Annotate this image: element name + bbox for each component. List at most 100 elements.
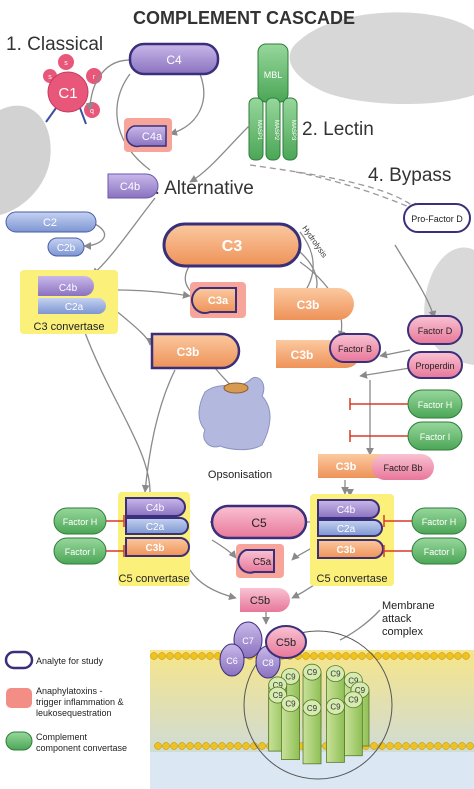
lipid-head: [310, 652, 318, 660]
bacterium-left-shape: [0, 105, 51, 215]
c5-left-c2a-label: C2a: [146, 522, 165, 533]
lipid-head: [438, 652, 446, 660]
lipid-head: [202, 742, 210, 750]
c5b-mac-label: C5b: [276, 637, 296, 649]
c6-shape: [219, 643, 245, 677]
lipid-head: [390, 652, 398, 660]
lipid-head: [162, 742, 170, 750]
lipid-head: [394, 742, 402, 750]
right-inhibition-lines: [383, 515, 412, 557]
lipid-head: [350, 652, 358, 660]
lipid-head: [426, 742, 434, 750]
legend-convertase-line1: Complement: [36, 732, 88, 742]
lipid-head: [206, 652, 214, 660]
lipid-head: [454, 652, 462, 660]
c9-label: C9: [273, 681, 284, 690]
lipid-head: [174, 652, 182, 660]
lipid-head: [302, 652, 310, 660]
mbl-complex: MBL MASP1 MASP2 MASP3: [248, 43, 298, 161]
lipid-head: [450, 742, 458, 750]
c4a-shape: [125, 125, 167, 148]
factor-b-pill: [329, 333, 381, 363]
c5b-label: C5b: [250, 595, 270, 607]
c2b-pill: [47, 237, 85, 257]
c5-right-c3b: [317, 539, 384, 559]
lipid-head: [374, 652, 382, 660]
c5-left-c4b-label: C4b: [146, 503, 165, 514]
lipid-head: [198, 652, 206, 660]
lipid-head: [442, 742, 450, 750]
lipid-head: [258, 742, 266, 750]
legend-convertase-swatch: [5, 731, 33, 751]
c1-sub-q: q: [90, 108, 94, 115]
c9-label: C9: [348, 676, 359, 685]
bacterium-right-shape: [424, 247, 474, 365]
c3-convertase-label: C3 convertase: [34, 321, 105, 333]
c3a-label: C3a: [208, 295, 229, 307]
legend-anaphylatoxins-line3: leukosequestration: [36, 708, 112, 718]
c5-left-c2a: [125, 517, 189, 535]
c5a-label: C5a: [253, 557, 272, 568]
c9-label: C9: [273, 691, 284, 700]
c3a-shape: [191, 287, 237, 314]
pathway-bypass-label: 4. Bypass: [368, 165, 451, 186]
factor-i-label-left: Factor I: [65, 547, 96, 557]
lipid-head: [242, 742, 250, 750]
c1-label: C1: [58, 85, 77, 102]
legend-analyte-label: Analyte for study: [36, 656, 104, 666]
legend-anaphylatoxins-line1: Anaphylatoxins -: [36, 686, 103, 696]
c5-left-c4b: [125, 497, 186, 517]
lipid-head: [194, 742, 202, 750]
lipid-head: [462, 652, 470, 660]
properdin-pill: [407, 351, 463, 379]
c1-sub-r: r: [93, 74, 96, 81]
c5b-mac-shape: [265, 625, 307, 659]
c1-complex: C1 s r s q: [43, 54, 102, 125]
lipid-head: [178, 742, 186, 750]
masp3-label: MASP3: [290, 120, 296, 141]
c7-label: C7: [242, 636, 254, 646]
legend-anaphylatoxins-line2: trigger inflammation &: [36, 697, 124, 707]
c3b-label-middle: C3b: [177, 345, 200, 359]
c3-convertase-c2a: [38, 298, 106, 314]
c1-sub-s1: s: [64, 60, 68, 67]
lipid-head: [150, 652, 158, 660]
pathway-lectin-label: 2. Lectin: [302, 119, 374, 140]
pathway-classical-label: 1. Classical: [6, 34, 103, 55]
lipid-head: [466, 742, 474, 750]
c4a-label: C4a: [142, 131, 163, 143]
lipid-head: [358, 652, 366, 660]
c5b-shape: [240, 588, 290, 612]
lipid-head: [382, 652, 390, 660]
opsonisation-cell: [198, 376, 271, 451]
pathway-alternative-label: 3. Alternative: [144, 178, 254, 199]
mac-label-line3: complex: [382, 626, 423, 638]
properdin-label: Properdin: [415, 361, 454, 371]
c2-pill: [5, 211, 97, 233]
c5-right-c2a: [317, 519, 383, 537]
lipid-head: [154, 742, 162, 750]
c9-label: C9: [330, 702, 341, 711]
c9-cylinder: C9: [281, 695, 300, 761]
c3b-shape-right: [274, 288, 354, 320]
c3b-shape-middle: [150, 332, 241, 370]
legend: Analyte for study Anaphylatoxins - trigg…: [4, 650, 127, 753]
lipid-head: [218, 742, 226, 750]
c9-cylinder: C9: [343, 691, 363, 757]
lipid-head: [170, 742, 178, 750]
c9-label: C9: [285, 672, 296, 681]
factor-d-label: Factor D: [418, 326, 453, 336]
left-inhibition-lines: [106, 515, 125, 557]
c3-convertase-c4b: [38, 276, 94, 296]
c4b-shape-top: [107, 173, 159, 199]
c9-label: C9: [285, 700, 296, 709]
c5-label: C5: [251, 516, 267, 530]
factor-b-label: Factor B: [338, 344, 372, 354]
c3-label: C3: [222, 238, 243, 255]
c4-pill: [128, 42, 220, 76]
lipid-head: [398, 652, 406, 660]
factor-h-label-left: Factor H: [63, 517, 98, 527]
